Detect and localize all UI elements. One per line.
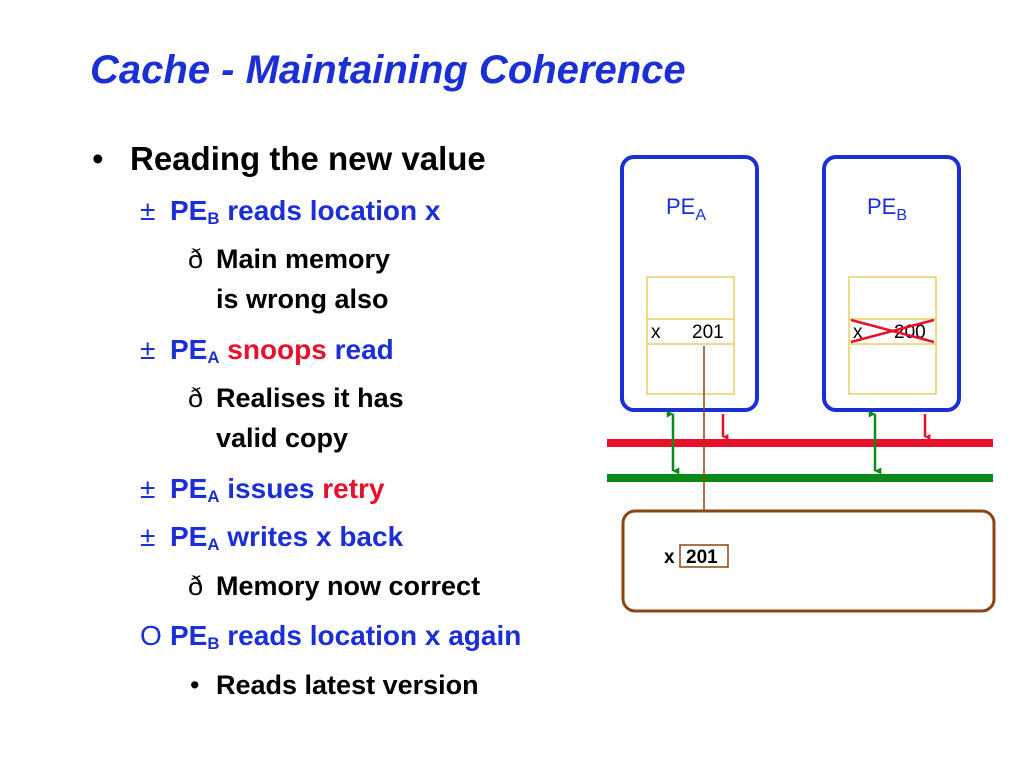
bullet-pea-snoops: ± PEA snoops read <box>140 334 394 368</box>
plus-minus-marker: ± <box>140 473 156 504</box>
pe-a-cache-var: x <box>651 322 661 343</box>
pe-a-cache-value: 201 <box>692 322 724 343</box>
arrow-marker: ð <box>188 244 204 274</box>
pe-a-box <box>620 155 759 412</box>
bullet-reading-new-value: • Reading the new value <box>92 140 486 178</box>
bullet-text: reads location x again <box>219 620 522 651</box>
bullet-pea-writes: ± PEA writes x back <box>140 521 403 555</box>
green-bus-line <box>607 474 993 482</box>
pe-label: PE <box>170 334 208 365</box>
highlight-text: retry <box>322 473 385 504</box>
pe-b-label: PEB <box>867 194 907 224</box>
bullet-memory-correct: ð Memory now correct <box>188 571 480 602</box>
bullet-latest-version: • Reads latest version <box>190 670 479 701</box>
bullet-text: read <box>326 334 394 365</box>
pe-label: PE <box>170 620 208 651</box>
pe-b-cache <box>848 276 937 395</box>
memory-box <box>621 509 996 613</box>
bullet-text: Reads latest version <box>216 670 479 700</box>
bullet-peb-reads: ± PEB reads location x <box>140 195 440 229</box>
pe-b-box <box>822 155 961 412</box>
bullet-main-memory-cont: is wrong also <box>216 284 389 314</box>
memory-value: 201 <box>686 547 718 568</box>
memory-var: x <box>664 547 675 568</box>
memory-cell <box>679 544 729 568</box>
bullet-text: Memory now correct <box>216 571 481 601</box>
arrow-marker: ð <box>188 383 204 413</box>
pe-subscript: A <box>207 348 220 368</box>
bullet-text: writes x back <box>219 521 404 552</box>
bullet-realises-cont: valid copy <box>216 423 349 453</box>
bullet-text: reads location x <box>219 195 441 226</box>
pe-subscript: B <box>207 209 220 229</box>
arrow-marker: ð <box>188 571 204 601</box>
pe-label: PE <box>170 473 208 504</box>
pe-a-cache <box>646 276 735 395</box>
highlight-text: snoops <box>219 334 327 365</box>
invalidated-cross-icon <box>850 318 935 344</box>
bullet-text: issues <box>219 473 323 504</box>
circle-marker: O <box>140 620 162 651</box>
pe-label: PE <box>170 195 208 226</box>
red-bus-line <box>607 439 993 447</box>
bullet-dot-icon: • <box>190 670 200 700</box>
plus-minus-marker: ± <box>140 334 156 365</box>
pe-b-cache-var: x <box>853 322 863 343</box>
bullet-text: Reading the new value <box>130 140 486 177</box>
bullet-text: Realises it has <box>216 383 404 413</box>
pe-subscript: A <box>207 535 220 555</box>
plus-minus-marker: ± <box>140 521 156 552</box>
bullet-peb-reads-again: O PEB reads location x again <box>140 620 521 654</box>
bullet-dot-icon: • <box>92 140 104 177</box>
bullet-main-memory: ð Main memory <box>188 244 390 275</box>
bullet-realises: ð Realises it has <box>188 383 404 414</box>
bullet-text: Main memory <box>216 244 391 274</box>
pe-subscript: B <box>207 634 220 654</box>
page-title: Cache - Maintaining Coherence <box>90 48 686 92</box>
pe-subscript: A <box>207 487 220 507</box>
bullet-pea-retry: ± PEA issues retry <box>140 473 384 507</box>
pe-label: PE <box>170 521 208 552</box>
pe-a-label: PEA <box>666 194 706 224</box>
plus-minus-marker: ± <box>140 195 156 226</box>
